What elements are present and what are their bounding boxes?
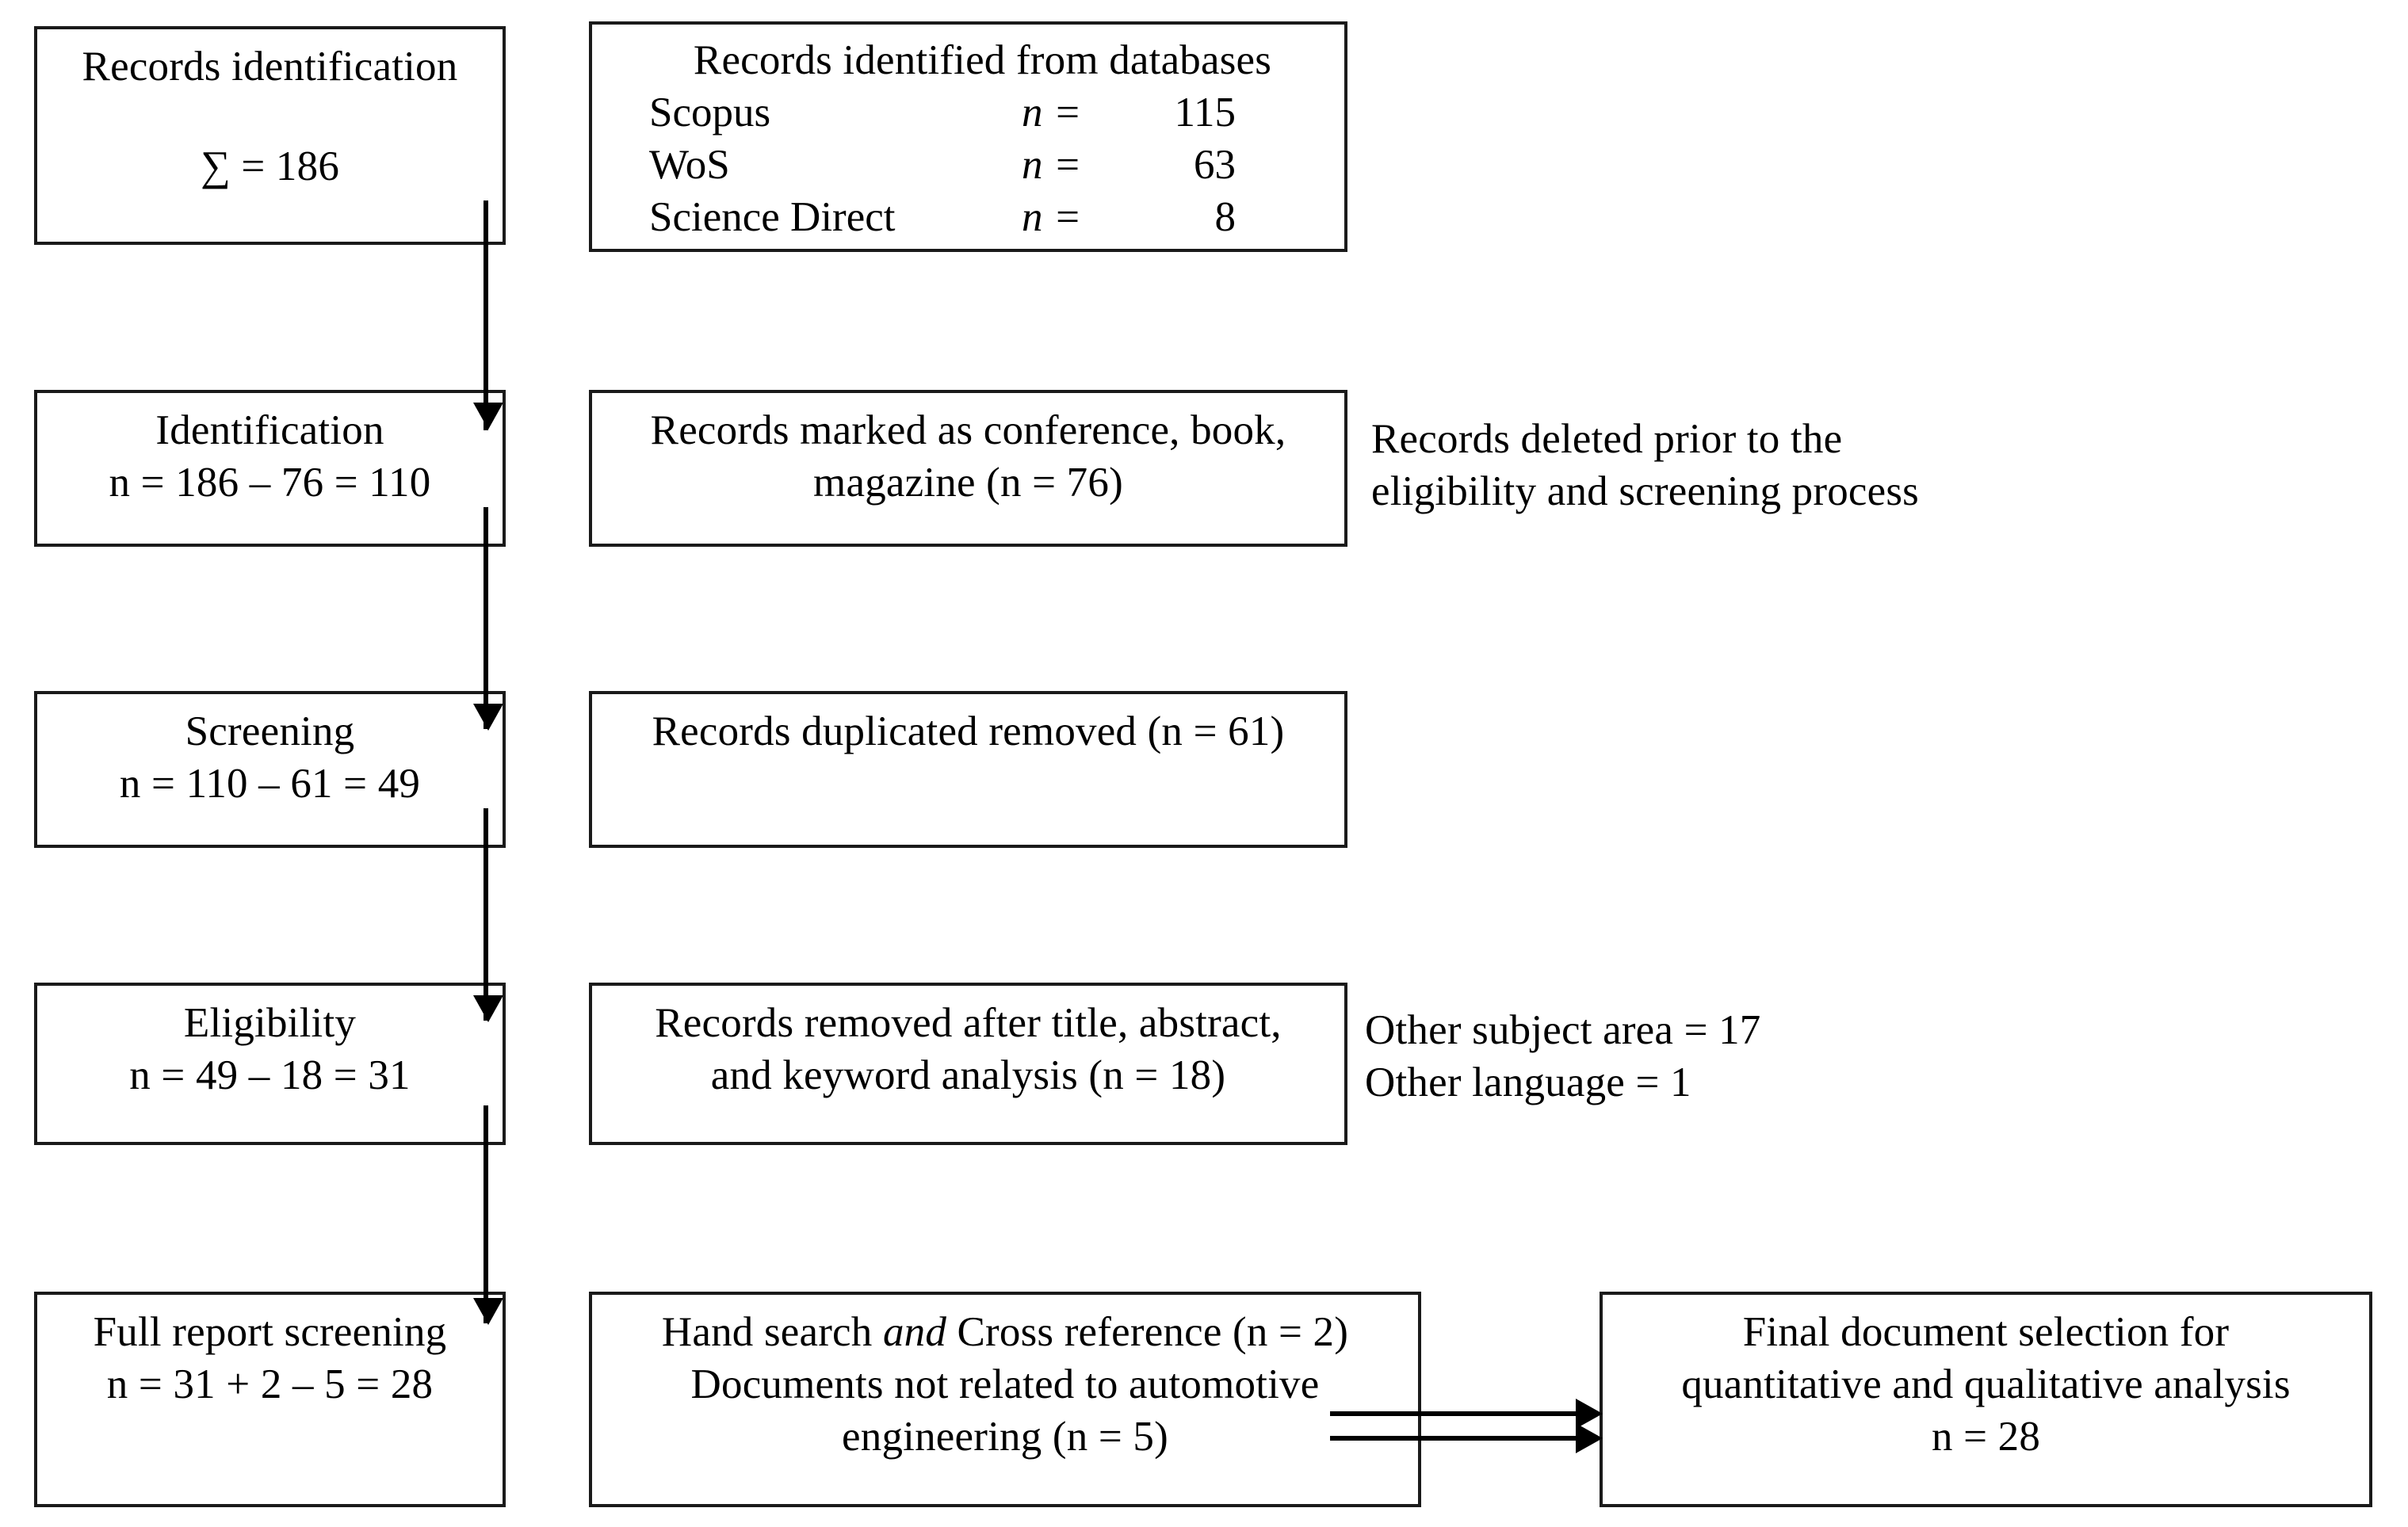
- reason-other-language: Other language = 1: [1365, 1059, 1691, 1105]
- database-name: Science Direct: [649, 194, 896, 240]
- database-row: WoS n = 63: [649, 139, 1316, 191]
- eligibility-equation: n = 49 – 18 = 31: [129, 1052, 411, 1098]
- box-screening: Screening n = 110 – 61 = 49: [34, 691, 506, 848]
- arrow-line-screening: [484, 507, 488, 729]
- box-records-identification: Records identification ∑ = 186: [34, 26, 506, 245]
- database-count: 115: [1174, 90, 1236, 136]
- box-eligibility: Eligibility n = 49 – 18 = 31: [34, 983, 506, 1145]
- arrow-line-full-report: [484, 1105, 488, 1323]
- arrow-head-screening: [473, 704, 503, 731]
- box-identification: Identification n = 186 – 76 = 110: [34, 390, 506, 547]
- note-deleted-prior-line2: eligibility and screening process: [1371, 468, 1919, 514]
- box-records-marked: Records marked as conference, book, maga…: [589, 390, 1347, 547]
- records-duplicated-line1: Records duplicated removed (n = 61): [652, 708, 1285, 754]
- box-records-removed-review: Records removed after title, abstract, a…: [589, 983, 1347, 1145]
- box-full-report-screening: Full report screening n = 31 + 2 – 5 = 2…: [34, 1292, 506, 1507]
- note-deleted-prior-line1: Records deleted prior to the: [1371, 416, 1843, 462]
- full-report-label: Full report screening: [93, 1309, 447, 1355]
- hand-search-line1: Hand search and Cross reference (n = 2): [662, 1306, 1348, 1358]
- arrow-line-to-final-lower: [1330, 1436, 1577, 1441]
- final-selection-line2: quantitative and qualitative analysis: [1681, 1361, 2291, 1407]
- box-records-identified-databases: Records identified from databases Scopus…: [589, 21, 1347, 252]
- database-n-equals: n =: [1022, 90, 1082, 136]
- full-report-equation: n = 31 + 2 – 5 = 28: [106, 1361, 434, 1407]
- box-records-duplicated: Records duplicated removed (n = 61): [589, 691, 1347, 848]
- hand-search-text-part2: Cross reference (n = 2): [946, 1309, 1349, 1355]
- eligibility-label: Eligibility: [183, 1000, 357, 1046]
- identification-equation: n = 186 – 76 = 110: [109, 460, 431, 506]
- screening-label: Screening: [185, 708, 355, 754]
- database-n-equals: n =: [1022, 194, 1082, 240]
- reason-other-subject-area: Other subject area = 17: [1365, 1007, 1761, 1053]
- records-removed-line2: and keyword analysis (n = 18): [710, 1052, 1226, 1098]
- arrow-head-identification: [473, 403, 503, 429]
- identification-label: Identification: [155, 407, 384, 453]
- arrow-head-eligibility: [473, 995, 503, 1022]
- arrow-line-identification: [484, 200, 488, 430]
- records-marked-line1: Records marked as conference, book,: [650, 407, 1286, 453]
- database-count: 8: [1214, 194, 1236, 240]
- final-selection-line3: n = 28: [1931, 1414, 2041, 1460]
- arrow-line-to-final-upper: [1330, 1411, 1577, 1416]
- database-row: Science Direct n = 8: [649, 191, 1316, 243]
- box-hand-search: Hand search and Cross reference (n = 2) …: [589, 1292, 1421, 1507]
- database-name: WoS: [649, 142, 730, 188]
- records-removed-line1: Records removed after title, abstract,: [655, 1000, 1282, 1046]
- note-records-deleted-prior: Records deleted prior to the eligibility…: [1371, 414, 1919, 514]
- database-count: 63: [1194, 142, 1236, 188]
- note-exclusion-reasons: Other subject area = 17 Other language =…: [1365, 1005, 1760, 1105]
- hand-search-text-part1: Hand search: [661, 1309, 883, 1355]
- hand-search-line3: engineering (n = 5): [842, 1414, 1168, 1460]
- records-marked-line2: magazine (n = 76): [813, 460, 1123, 506]
- box-final-document-selection: Final document selection for quantitativ…: [1600, 1292, 2372, 1507]
- arrow-head-full-report: [473, 1298, 503, 1325]
- database-n-equals: n =: [1022, 142, 1082, 188]
- database-row: Scopus n = 115: [649, 86, 1316, 139]
- arrow-head-to-final-lower: [1576, 1423, 1603, 1453]
- arrow-line-eligibility: [484, 808, 488, 1021]
- screening-equation: n = 110 – 61 = 49: [119, 761, 421, 807]
- records-identification-label: Records identification: [82, 44, 458, 90]
- final-selection-line1: Final document selection for: [1742, 1309, 2230, 1355]
- records-identification-total: ∑ = 186: [200, 143, 340, 189]
- hand-search-and-italic: and: [882, 1309, 947, 1355]
- database-name: Scopus: [649, 90, 771, 136]
- databases-heading: Records identified from databases: [693, 37, 1272, 83]
- hand-search-line2: Documents not related to automotive: [690, 1361, 1320, 1407]
